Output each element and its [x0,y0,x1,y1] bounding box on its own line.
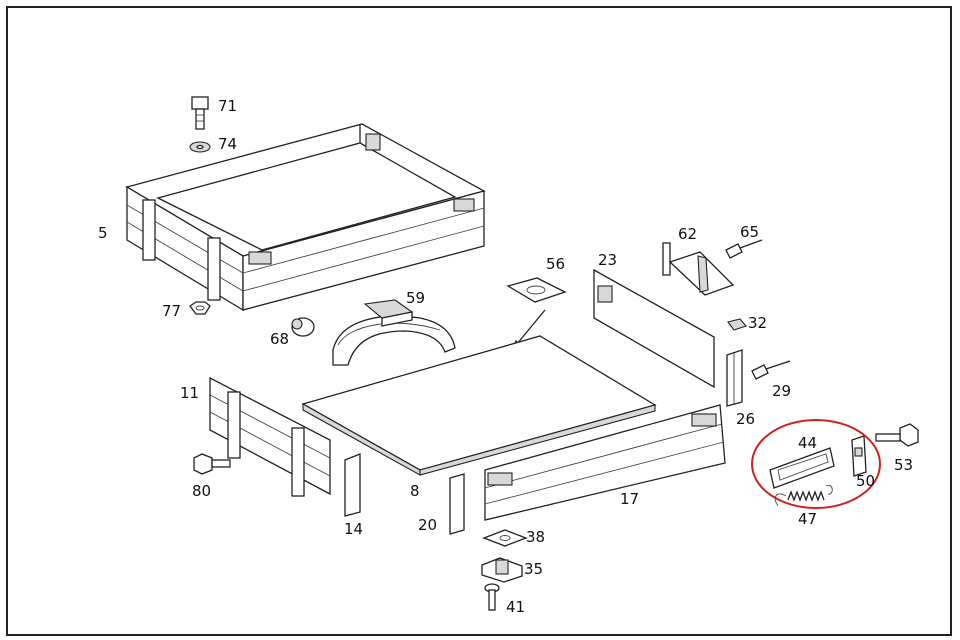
part-50-bracket[interactable] [851,435,867,477]
callout-44: 44 [798,434,817,452]
callout-71: 71 [218,97,237,115]
callout-77: 77 [162,302,181,320]
callout-68: 68 [270,330,289,348]
part-38-plate[interactable] [482,529,528,547]
callout-59: 59 [406,289,425,307]
callout-32: 32 [748,314,767,332]
part-20-post[interactable] [449,473,465,535]
part-47-spring[interactable] [774,484,833,507]
callout-53: 53 [894,456,913,474]
callout-38: 38 [526,528,545,546]
callout-41: 41 [506,598,525,616]
part-71-bolt[interactable] [191,96,209,130]
callout-62: 62 [678,225,697,243]
callout-50: 50 [856,472,875,490]
part-74-washer[interactable] [189,141,211,153]
part-68-knob[interactable] [291,317,315,337]
part-32-clip[interactable] [727,318,747,331]
part-59-wheel-arch[interactable] [332,299,456,366]
part-11-side-wall[interactable] [209,376,331,497]
callout-26: 26 [736,410,755,428]
part-62-bracket[interactable] [662,242,735,296]
part-23-side-panel[interactable] [593,268,715,389]
callout-5: 5 [98,224,108,242]
part-8-floor-board[interactable] [301,335,657,476]
callout-65: 65 [740,223,759,241]
part-29-pin[interactable] [751,360,791,380]
part-17-side-wall[interactable] [484,404,726,521]
part-44-latch[interactable] [769,447,835,489]
part-80-bolt[interactable] [193,453,231,475]
callout-23: 23 [598,251,617,269]
callout-20: 20 [418,516,437,534]
part-77-nut[interactable] [189,301,211,315]
part-53-bolt[interactable] [875,423,919,447]
callout-35: 35 [524,560,543,578]
callout-47: 47 [798,510,817,528]
callout-8: 8 [410,482,420,500]
part-26-post[interactable] [726,349,743,407]
diagram-frame [6,6,952,636]
part-41-screw[interactable] [484,583,500,611]
callout-80: 80 [192,482,211,500]
highlight-circle [751,419,881,509]
part-14-post[interactable] [344,453,361,517]
callout-74: 74 [218,135,237,153]
part-65-pin[interactable] [725,239,763,259]
callout-17: 17 [620,490,639,508]
callout-11: 11 [180,384,199,402]
callout-14: 14 [344,520,363,538]
callout-29: 29 [772,382,791,400]
part-35-hinge[interactable] [481,557,523,583]
part-5-upper-box[interactable] [125,123,486,312]
callout-56: 56 [546,255,565,273]
